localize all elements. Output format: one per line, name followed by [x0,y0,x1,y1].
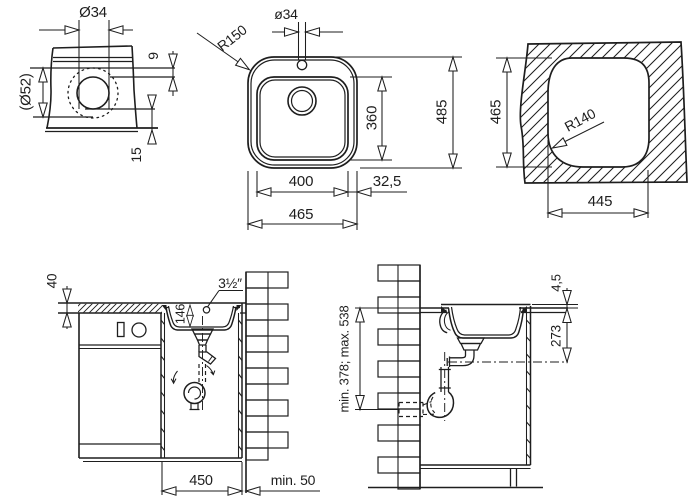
brick-wall-left [377,264,421,490]
dim-cabinet-450: 450 [189,473,213,489]
sink-outline [247,56,358,169]
rim-clamps [441,306,527,312]
view-worktop-cutout: 465 R140 445 [487,41,688,218]
dim-outlet-range: min. 378; max. 538 [337,306,352,413]
sink-bowl-section [439,306,525,339]
dim-rim-step: 9 [145,52,161,60]
front-dimension-lines [62,286,320,496]
base-cabinet [368,306,543,489]
drain-trap-assembly [398,337,568,421]
cabinet-hole [131,322,147,338]
dim-tap-hole: ø34 [274,6,298,22]
brick-wall-right [245,271,289,493]
sink-bowl-section [161,305,242,331]
bricks [245,271,289,461]
dim-cutout-445: 445 [588,193,612,210]
overflow-hole [202,305,211,314]
view-drain-detail: Ø34 (Ø52) 9 15 [17,4,178,163]
dim-rim-4-5: 4,5 [549,274,564,291]
tap-hole [296,59,308,71]
dim-worktop-40: 40 [45,274,60,289]
bottle-trap [426,391,455,419]
dim-recess-diameter: (Ø52) [17,73,34,111]
dim-hole-diameter: Ø34 [79,4,107,21]
dim-bowl-width-400: 400 [289,173,313,190]
cabinet-leg [509,468,518,487]
worktop-section [58,302,246,314]
view-sink-top: ø34 R150 485 360 400 32,5 465 [196,6,462,230]
cabinet-vent-slot [116,321,125,338]
overflow-pipe [439,309,448,334]
top-view-dimension-lines [196,22,462,230]
worktop-and-rim [420,303,568,314]
bricks [377,264,421,490]
siphon-coil [183,381,206,405]
dim-overall-465: 465 [289,206,313,223]
drain-trap-assembly [170,316,217,411]
worktop-hatched-block [519,41,688,184]
dim-drop-273: 273 [549,325,564,347]
recess-dotted-circle [67,67,119,119]
view-install-front: 40 3½″ 146 450 min. 50 [45,271,320,496]
drain-dimension-lines [38,20,178,145]
dim-overall-485: 485 [433,100,450,124]
sink-cabinet-sides [160,303,243,458]
dim-bowl-length-360: 360 [363,106,380,130]
dim-offset-32-5: 32,5 [373,173,401,190]
dim-clearance-min-50: min. 50 [271,472,316,488]
side-dimension-lines [355,288,578,411]
dim-flange-height: 15 [128,147,144,163]
cutout-dimension-lines [496,57,649,218]
dim-corner-radius-r150: R150 [214,21,250,54]
label-drain-size: 3½″ [218,275,242,291]
dim-corner-radius-r140: R140 [562,105,599,135]
drain-hole [287,86,317,116]
dim-bowl-depth-146: 146 [173,304,187,325]
dim-cutout-465: 465 [487,100,504,124]
view-install-side: min. 378; max. 538 4,5 273 [337,264,578,490]
